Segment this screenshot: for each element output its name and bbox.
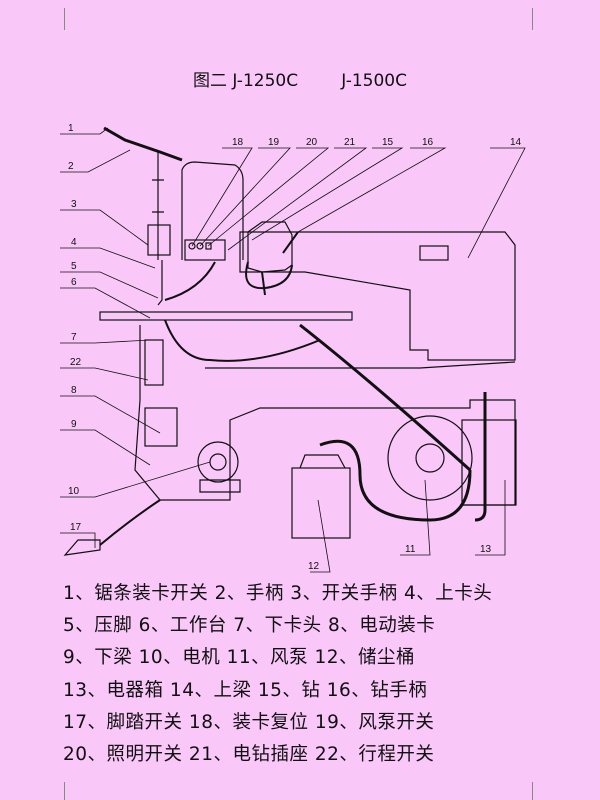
callout-13: 13 — [480, 544, 492, 555]
callout-2: 2 — [68, 161, 74, 172]
motor-box — [144, 407, 178, 447]
callout-5: 5 — [71, 261, 77, 272]
head-cover — [181, 161, 244, 260]
callout-4: 4 — [71, 237, 77, 248]
legend-line: 13、电器箱 14、上梁 15、钻 16、钻手柄 — [63, 679, 428, 701]
crop-mark — [532, 782, 533, 800]
motor — [197, 441, 239, 483]
legend-line: 1、锯条装卡开关 2、手柄 3、开关手柄 4、上卡头 — [63, 583, 493, 604]
lower-beam — [134, 325, 516, 506]
callout-12: 12 — [308, 561, 320, 572]
work-table — [99, 311, 353, 321]
callout-6: 6 — [71, 277, 77, 288]
legend-line: 17、脚踏开关 18、装卡复位 19、风泵开关 — [63, 711, 435, 733]
legend-line: 5、压脚 6、工作台 7、下卡头 8、电动装卡 — [63, 615, 436, 637]
leader-lines — [60, 127, 526, 573]
crop-mark — [64, 782, 65, 800]
callout-7: 7 — [71, 332, 77, 343]
callout-22: 22 — [70, 357, 82, 368]
parts-legend: 1、锯条装卡开关 2、手柄 3、开关手柄 4、上卡头 5、压脚 6、工作台 7、… — [63, 578, 492, 771]
callout-17: 17 — [70, 522, 82, 533]
callout-1: 1 — [68, 123, 74, 134]
crop-mark — [532, 8, 533, 30]
callout-14: 14 — [510, 137, 522, 148]
callout-11: 11 — [405, 544, 416, 555]
callout-15: 15 — [382, 137, 394, 148]
dust-bucket — [291, 467, 351, 539]
crop-mark — [64, 8, 65, 30]
callout-8: 8 — [71, 385, 77, 396]
callout-20: 20 — [306, 137, 318, 148]
callout-3: 3 — [71, 199, 77, 210]
electrical-box — [461, 419, 517, 506]
air-pump — [387, 415, 473, 501]
upper-beam-plate — [419, 245, 449, 261]
legend-line: 9、下梁 10、电机 11、风泵 12、储尘桶 — [63, 647, 416, 669]
callout-9: 9 — [71, 419, 77, 430]
drill — [247, 221, 293, 273]
callout-16: 16 — [422, 137, 434, 148]
figure-title: 图二 J-1250C J-1500C — [193, 71, 407, 91]
legend-line: 20、照明开关 21、电钻插座 22、行程开关 — [63, 744, 435, 766]
handle — [103, 126, 183, 162]
callout-21: 21 — [344, 137, 356, 148]
upper-beam — [239, 231, 516, 361]
callout-10: 10 — [68, 486, 80, 497]
callout-18: 18 — [232, 137, 244, 148]
callout-19: 19 — [268, 137, 280, 148]
foot-pedal — [63, 539, 101, 556]
